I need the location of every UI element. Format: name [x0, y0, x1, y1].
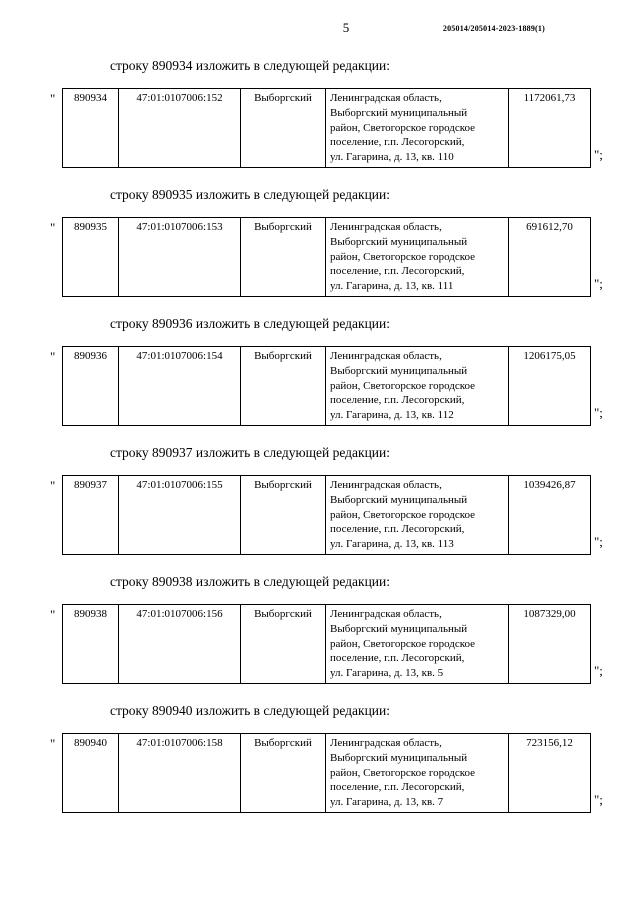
cell-value: 1172061,73	[508, 88, 591, 168]
cell-value: 691612,70	[508, 216, 591, 297]
table-row: 890938 47:01:0107006:156 Выборгский Лени…	[62, 603, 591, 684]
amendment-section: строку 890938 изложить в следующей редак…	[0, 574, 640, 684]
cell-value: 1087329,00	[508, 603, 591, 684]
table-row: 890936 47:01:0107006:154 Выборгский Лени…	[62, 345, 591, 426]
cell-cadastral-number: 47:01:0107006:158	[118, 732, 241, 813]
cell-cadastral-number: 47:01:0107006:154	[118, 345, 241, 426]
amendment-section: строку 890935 изложить в следующей редак…	[0, 187, 640, 297]
cell-row-id: 890935	[62, 216, 119, 297]
table-line: " 890936 47:01:0107006:154 Выборгский Ле…	[50, 345, 640, 426]
amendment-table: 890936 47:01:0107006:154 Выборгский Лени…	[62, 345, 591, 426]
cell-address: Ленинградская область, Выборгский муници…	[325, 732, 509, 813]
section-heading: строку 890940 изложить в следующей редак…	[110, 702, 391, 718]
table-line: " 890937 47:01:0107006:155 Выборгский Ле…	[50, 474, 640, 555]
cell-value: 1206175,05	[508, 345, 591, 426]
cell-value: 723156,12	[508, 732, 591, 813]
cell-district: Выборгский	[240, 88, 326, 168]
amendment-section: строку 890936 изложить в следующей редак…	[0, 316, 640, 426]
table-line: " 890935 47:01:0107006:153 Выборгский Ле…	[50, 216, 640, 297]
close-quote: ";	[594, 662, 603, 678]
cell-district: Выборгский	[240, 603, 326, 684]
amendment-section: строку 890940 изложить в следующей редак…	[0, 703, 640, 813]
table-line: " 890940 47:01:0107006:158 Выборгский Ле…	[50, 732, 640, 813]
close-quote: ";	[594, 275, 603, 291]
cell-value: 1039426,87	[508, 474, 591, 555]
open-quote: "	[50, 735, 56, 751]
amendment-section: строку 890934 изложить в следующей редак…	[0, 58, 640, 168]
close-quote: ";	[594, 404, 603, 420]
amendment-table: 890938 47:01:0107006:156 Выборгский Лени…	[62, 603, 591, 684]
table-row: 890940 47:01:0107006:158 Выборгский Лени…	[62, 732, 591, 813]
table-row: 890935 47:01:0107006:153 Выборгский Лени…	[62, 216, 591, 297]
table-line: " 890938 47:01:0107006:156 Выборгский Ле…	[50, 603, 640, 684]
page-number: 5	[342, 20, 350, 35]
section-heading: строку 890934 изложить в следующей редак…	[110, 58, 391, 73]
cell-district: Выборгский	[240, 474, 326, 555]
cell-cadastral-number: 47:01:0107006:152	[118, 88, 241, 168]
amendment-section: строку 890937 изложить в следующей редак…	[0, 445, 640, 555]
cell-district: Выборгский	[240, 216, 326, 297]
open-quote: "	[50, 477, 56, 493]
section-heading: строку 890935 изложить в следующей редак…	[110, 186, 391, 202]
cell-row-id: 890937	[62, 474, 119, 555]
cell-cadastral-number: 47:01:0107006:156	[118, 603, 241, 684]
amendment-table: 890940 47:01:0107006:158 Выборгский Лени…	[62, 732, 591, 813]
cell-row-id: 890938	[62, 603, 119, 684]
open-quote: "	[50, 219, 56, 235]
amendment-table: 890935 47:01:0107006:153 Выборгский Лени…	[62, 216, 591, 297]
section-heading: строку 890938 изложить в следующей редак…	[110, 573, 391, 589]
close-quote: ";	[594, 146, 603, 162]
open-quote: "	[50, 606, 56, 622]
table-row: 890937 47:01:0107006:155 Выборгский Лени…	[62, 474, 591, 555]
table-line: " 890934 47:01:0107006:152 Выборгский Ле…	[50, 88, 640, 168]
cell-row-id: 890934	[62, 88, 119, 168]
close-quote: ";	[594, 791, 603, 807]
cell-cadastral-number: 47:01:0107006:155	[118, 474, 241, 555]
cell-district: Выборгский	[240, 345, 326, 426]
cell-address: Ленинградская область, Выборгский муници…	[325, 474, 509, 555]
cell-row-id: 890940	[62, 732, 119, 813]
open-quote: "	[50, 348, 56, 364]
cell-cadastral-number: 47:01:0107006:153	[118, 216, 241, 297]
cell-address: Ленинградская область, Выборгский муници…	[325, 603, 509, 684]
amendment-table: 890934 47:01:0107006:152 Выборгский Лени…	[62, 88, 591, 168]
cell-district: Выборгский	[240, 732, 326, 813]
cell-row-id: 890936	[62, 345, 119, 426]
cell-address: Ленинградская область, Выборгский муници…	[325, 216, 509, 297]
cell-address: Ленинградская область, Выборгский муници…	[325, 345, 509, 426]
table-row: 890934 47:01:0107006:152 Выборгский Лени…	[62, 88, 591, 168]
section-heading: строку 890937 изложить в следующей редак…	[110, 444, 391, 460]
cell-address: Ленинградская область, Выборгский муници…	[325, 88, 509, 168]
open-quote: "	[50, 91, 56, 106]
close-quote: ";	[594, 533, 603, 549]
section-heading: строку 890936 изложить в следующей редак…	[110, 315, 391, 331]
doc-number: 205014/205014-2023-1889(1)	[442, 24, 545, 33]
amendment-table: 890937 47:01:0107006:155 Выборгский Лени…	[62, 474, 591, 555]
